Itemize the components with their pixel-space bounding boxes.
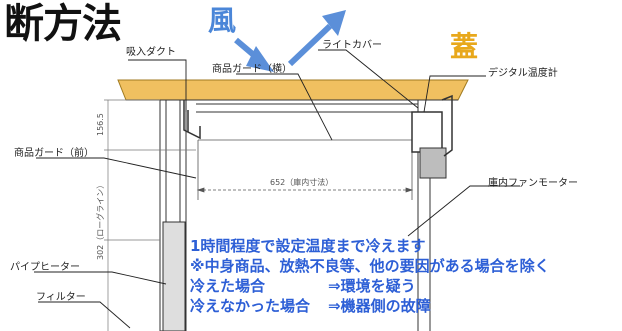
label-filter: フィルター (36, 292, 86, 303)
wind-arrow-in-head (246, 46, 274, 72)
wind-label: 風 (208, 4, 237, 37)
leader-digital-thermometer (423, 75, 486, 113)
leader-light-cover (318, 49, 419, 109)
vertical-dimension-lines (104, 99, 196, 331)
note-row-not-cooled: 冷えなかった場合 ⇒機器側の故障 (190, 296, 620, 316)
right-wall (411, 94, 453, 331)
intake-duct-shape (183, 100, 201, 140)
note-line-2: ※中身商品、放熱不良等、他の要因がある場合を除く (190, 257, 550, 275)
dim-top-height: 156.5 (96, 113, 105, 136)
label-intake-duct: 吸入ダクト (126, 47, 176, 58)
inner-dimension-box (196, 139, 414, 200)
note-row-cooled: 冷えた場合 ⇒環境を疑う (190, 276, 620, 296)
label-fan-motor: 庫内ファンモーター (488, 178, 578, 189)
leader-intake-duct (128, 59, 187, 112)
dim-inner-height: 302（ローグライン） (96, 180, 105, 260)
wind-arrows (234, 10, 346, 72)
leader-product-guard-top (236, 73, 333, 141)
note-line-1: 1時間程度で設定温度まで冷えます (190, 237, 426, 255)
label-digital-thermometer: デジタル温度計 (488, 68, 558, 79)
label-product-guard-front: 商品ガード（前） (14, 148, 94, 159)
leader-lines (34, 49, 520, 329)
diagnosis-notes: 1時間程度で設定温度まで冷えます ※中身商品、放熱不良等、他の要因がある場合を除… (190, 236, 620, 316)
leader-fan-motor (407, 185, 520, 237)
leader-filter (38, 301, 131, 329)
label-pipe-heater: パイプヒーター (10, 262, 80, 273)
lid-label: 蓋 (450, 30, 479, 63)
leader-product-guard-front (36, 157, 197, 179)
note-row-cooled-case: 冷えた場合 (190, 277, 266, 295)
left-wall (159, 99, 187, 331)
page-title: 断方法 (4, 1, 122, 47)
label-product-guard-top: 商品ガード（横） (212, 64, 292, 75)
note-row-cooled-result: ⇒環境を疑う (328, 277, 416, 295)
wind-arrow-out (287, 23, 333, 67)
leader-pipe-heater (34, 271, 167, 285)
label-light-cover: ライトカバー (322, 40, 382, 51)
note-row-not-cooled-case: 冷えなかった場合 (190, 297, 311, 315)
note-row-not-cooled-result: ⇒機器側の故障 (328, 297, 431, 315)
product-guard-top (196, 103, 418, 113)
wind-arrow-out-head (322, 10, 346, 36)
dim-inner-width: 652（庫内寸法） (270, 178, 334, 187)
lid-panel (117, 79, 469, 101)
